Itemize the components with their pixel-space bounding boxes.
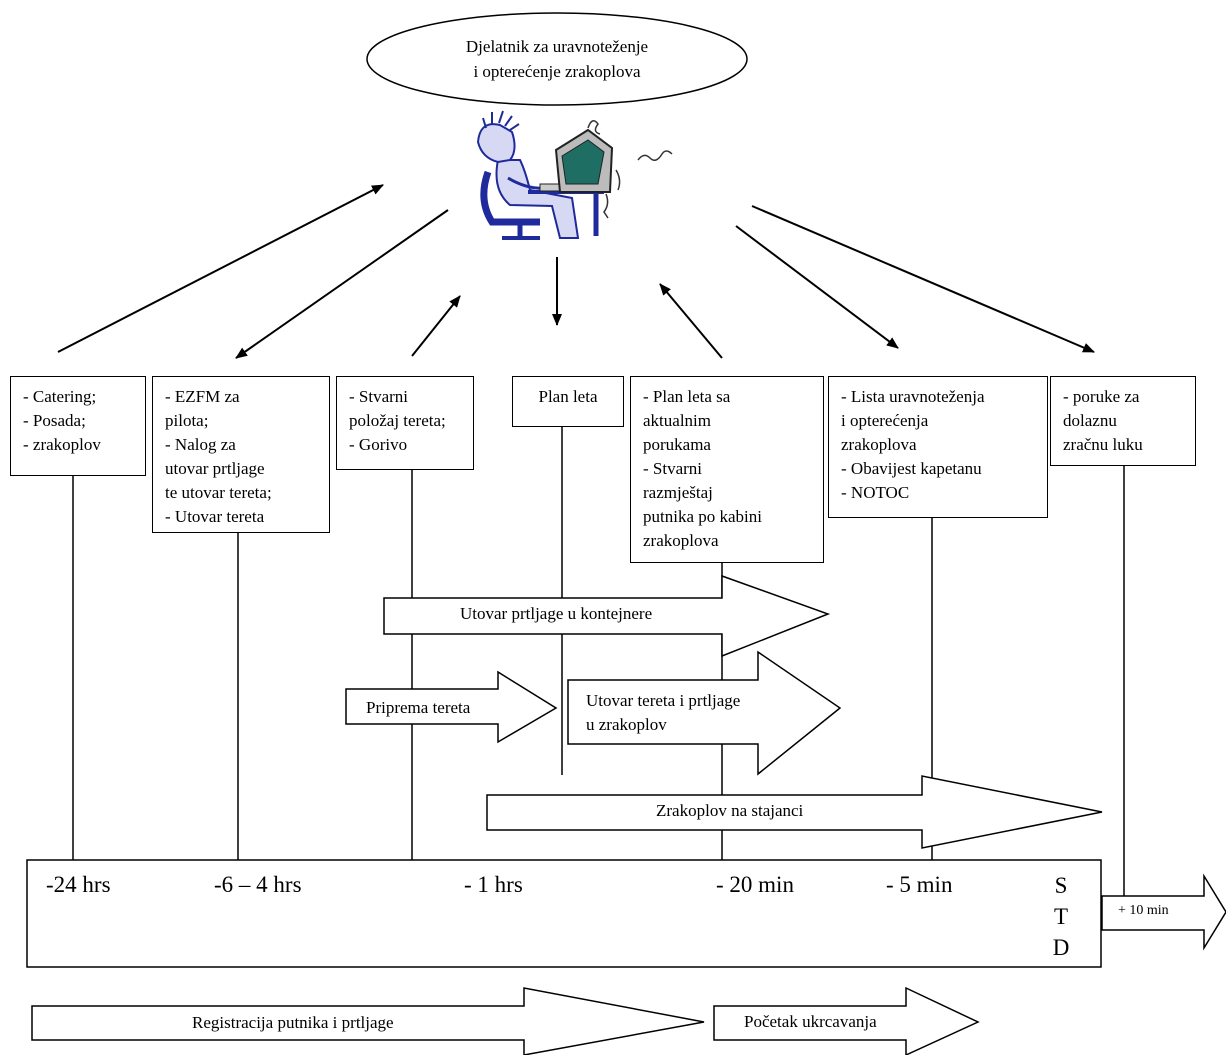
timeline-box xyxy=(26,859,1102,968)
label-stand: Zrakoplov na stajanci xyxy=(656,801,804,820)
label-checkin: Registracija putnika i prtljage xyxy=(192,1013,394,1032)
block-arrow-checkin xyxy=(31,987,705,1055)
timeline-tick: -6 – 4 hrs xyxy=(214,872,302,897)
task-box-messages: - poruke za dolaznu zračnu luku xyxy=(1050,376,1196,466)
block-arrow-boarding xyxy=(713,986,980,1055)
timeline-tick: -24 hrs xyxy=(46,872,111,897)
label-cargo-prep: Priprema tereta xyxy=(366,698,471,717)
timeline-std: S T D xyxy=(1052,873,1070,960)
block-arrow-baggage-containers xyxy=(383,574,831,658)
person-computer-icon xyxy=(476,110,673,240)
task-box-ezfm: - EZFM za pilota; - Nalog za utovar prtl… xyxy=(152,376,330,533)
role-ellipse xyxy=(366,12,748,106)
arrow-cargo-to-person xyxy=(411,295,461,357)
label-boarding: Početak ukrcavanja xyxy=(744,1012,877,1031)
timeline-tick: - 20 min xyxy=(716,872,794,897)
block-arrow-after-std xyxy=(1101,873,1226,951)
arrow-person-to-ezfm xyxy=(235,209,449,359)
task-box-catering: - Catering; - Posada; - zrakoplov xyxy=(10,376,146,476)
block-arrow-stand xyxy=(486,775,1103,849)
arrow-person-to-loadsheet xyxy=(735,225,899,349)
task-box-flight-plan: Plan leta xyxy=(512,376,624,427)
task-box-passengers: - Plan leta sa aktualnim porukama - Stva… xyxy=(630,376,824,563)
task-box-cargo-position: - Stvarni položaj tereta; - Gorivo xyxy=(336,376,474,470)
arrow-catering-to-person xyxy=(57,184,384,353)
role-label: Djelatnik za uravnoteženje i opterećenje… xyxy=(465,37,649,81)
arrow-person-to-messages xyxy=(751,205,1095,353)
arrow-passengers-to-person xyxy=(659,283,723,359)
label-loading: Utovar tereta i prtljage u zrakoplov xyxy=(586,691,741,734)
label-after-std: + 10 min xyxy=(1118,903,1169,918)
task-box-loadsheet: - Lista uravnoteženja i opterećenja zrak… xyxy=(828,376,1048,518)
block-arrow-loading xyxy=(567,650,842,776)
timeline-tick: - 1 hrs xyxy=(464,872,523,897)
label-baggage-containers: Utovar prtljage u kontejnere xyxy=(460,604,653,623)
block-arrow-cargo-prep xyxy=(345,670,558,744)
timeline-tick: - 5 min xyxy=(886,872,953,897)
